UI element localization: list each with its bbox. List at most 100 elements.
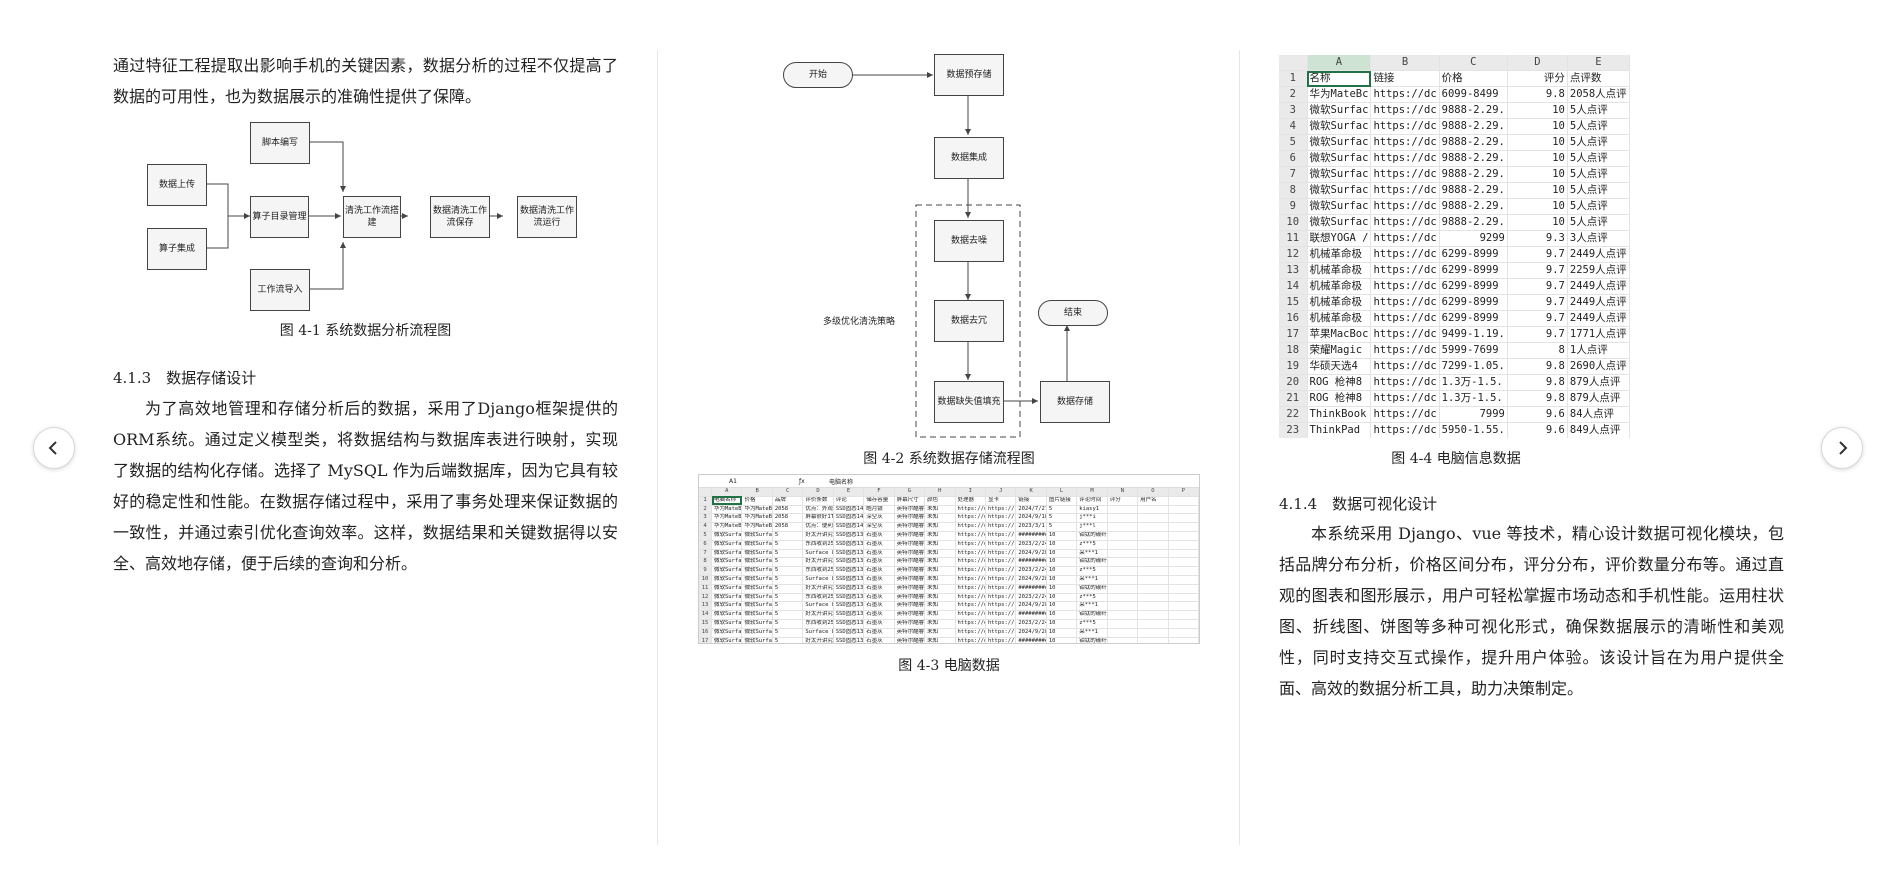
- sheet-cell[interactable]: 华为MateBo: [741, 505, 773, 515]
- sheet-cell[interactable]: 9.7: [1507, 262, 1568, 279]
- sheet-cell[interactable]: 9888-2.29.: [1439, 166, 1508, 183]
- sheet-cell[interactable]: [1168, 557, 1199, 568]
- sheet-cell[interactable]: https://dc: [1370, 262, 1440, 279]
- sheet-cell[interactable]: SSD固态13英寸: [833, 610, 865, 620]
- sheet-cell[interactable]: 采***1: [1076, 549, 1108, 559]
- sheet-cell[interactable]: [1168, 601, 1199, 612]
- sheet-cell[interactable]: 东西收到256GB: [802, 593, 834, 603]
- sheet-cell[interactable]: https://dc: [955, 557, 986, 568]
- sheet-cell[interactable]: https://dc: [1370, 102, 1440, 119]
- sheet-cell[interactable]: 评分: [1507, 70, 1568, 87]
- sheet-cell[interactable]: 微软Surfac: [741, 619, 773, 629]
- sheet-cell[interactable]: 2023/2/24: [1015, 566, 1047, 576]
- sheet-cell[interactable]: SSD固态13英寸: [833, 637, 865, 643]
- sheet-cell[interactable]: 华为MateBc: [1307, 86, 1372, 103]
- sheet-cell[interactable]: 价格: [1439, 70, 1508, 87]
- sheet-cell[interactable]: 评论: [833, 496, 865, 506]
- sheet-cell[interactable]: [1137, 637, 1169, 643]
- sheet-cell[interactable]: 微软Surfac: [741, 531, 773, 541]
- sheet-cell[interactable]: Surface 8256GB: [802, 601, 834, 612]
- sheet-cell[interactable]: 未知: [924, 575, 956, 585]
- sheet-cell[interactable]: z***5: [1076, 619, 1108, 629]
- sheet-cell[interactable]: 849人点评: [1567, 422, 1630, 438]
- sheet-cell[interactable]: 1771人点评: [1567, 326, 1630, 343]
- row-number[interactable]: 13: [1279, 262, 1308, 279]
- sheet-cell[interactable]: 5999-7699: [1439, 342, 1508, 359]
- sheet-cell[interactable]: 微软Surfac9888-22998: [711, 601, 743, 612]
- row-number[interactable]: 6: [1279, 150, 1308, 167]
- sheet-cell[interactable]: 微软Surfac: [1307, 182, 1372, 199]
- sheet-cell[interactable]: https://ir: [985, 610, 1017, 620]
- sheet-cell[interactable]: https://ir: [985, 522, 1017, 532]
- row-number[interactable]: 16: [699, 628, 712, 638]
- sheet-cell[interactable]: 微软Surfac9888-22998: [711, 628, 743, 638]
- sheet-cell[interactable]: 铂钛的碳纤金属: [1076, 584, 1108, 594]
- sheet-cell[interactable]: https://dc: [1370, 326, 1440, 343]
- sheet-cell[interactable]: 微软Surfac9888-22998: [711, 593, 743, 603]
- next-page-button[interactable]: [1821, 427, 1863, 469]
- row-number[interactable]: 8: [699, 557, 712, 568]
- column-header[interactable]: H: [924, 488, 956, 497]
- sheet-cell[interactable]: 华为MateBo6099-8499: [711, 505, 743, 515]
- sheet-cell[interactable]: 5人点评: [1567, 166, 1630, 183]
- sheet-cell[interactable]: 链接: [1015, 496, 1047, 506]
- sheet-cell[interactable]: 英特尔酷睿: [894, 610, 926, 620]
- row-number[interactable]: 11: [1279, 230, 1308, 247]
- sheet-cell[interactable]: [1137, 584, 1169, 594]
- sheet-cell[interactable]: SSD固态13英寸: [833, 540, 865, 550]
- sheet-cell[interactable]: [1107, 628, 1139, 638]
- sheet-cell[interactable]: https://dc: [1370, 214, 1440, 231]
- sheet-cell[interactable]: 处理器: [955, 496, 986, 506]
- sheet-cell[interactable]: 10: [1046, 540, 1078, 550]
- sheet-cell[interactable]: 颜色: [924, 496, 956, 506]
- sheet-cell[interactable]: 9.8: [1507, 390, 1568, 407]
- sheet-cell[interactable]: 石墨灰: [863, 593, 895, 603]
- row-number[interactable]: 6: [699, 540, 712, 550]
- sheet-cell[interactable]: 微软Surfac: [741, 575, 773, 585]
- sheet-cell[interactable]: 2449人点评: [1567, 246, 1630, 263]
- sheet-cell[interactable]: https://ir: [985, 540, 1017, 550]
- sheet-cell[interactable]: 2024/9/28: [1015, 601, 1047, 612]
- sheet-cell[interactable]: 石墨灰: [863, 549, 895, 559]
- sheet-cell[interactable]: [1137, 619, 1169, 629]
- sheet-cell[interactable]: 好太开讲究256GB: [802, 637, 834, 643]
- sheet-cell[interactable]: 石墨灰: [863, 584, 895, 594]
- sheet-cell[interactable]: 铂钛的碳纤金属: [1076, 531, 1108, 541]
- sheet-cell[interactable]: SSD固态13英寸: [833, 584, 865, 594]
- sheet-cell[interactable]: [1107, 531, 1139, 541]
- sheet-cell[interactable]: z***5: [1076, 566, 1108, 576]
- sheet-cell[interactable]: 铂钛的碳纤金属: [1076, 557, 1108, 568]
- sheet-cell[interactable]: 6299-8999: [1439, 310, 1508, 327]
- sheet-cell[interactable]: https://dc: [955, 513, 986, 524]
- sheet-cell[interactable]: [1168, 628, 1199, 638]
- sheet-cell[interactable]: 荣耀Magic: [1307, 342, 1372, 359]
- sheet-cell[interactable]: 微软Surfac: [741, 566, 773, 576]
- sheet-cell[interactable]: 微软Surfac9888-22998: [711, 584, 743, 594]
- sheet-cell[interactable]: 5: [772, 531, 804, 541]
- sheet-cell[interactable]: Surface 8256GB: [802, 575, 834, 585]
- sheet-cell[interactable]: 2023/2/24: [1015, 619, 1047, 629]
- sheet-cell[interactable]: SSD固态13英寸: [833, 531, 865, 541]
- sheet-cell[interactable]: 英特尔酷睿: [894, 549, 926, 559]
- sheet-cell[interactable]: 6299-8999: [1439, 262, 1508, 279]
- sheet-cell[interactable]: 5人点评: [1567, 198, 1630, 215]
- sheet-cell[interactable]: 好太开讲究256GB: [802, 531, 834, 541]
- sheet-cell[interactable]: 微软Surfac: [741, 584, 773, 594]
- sheet-cell[interactable]: SSD固态14.2英寸: [833, 513, 865, 524]
- sheet-cell[interactable]: z***5: [1076, 540, 1108, 550]
- sheet-cell[interactable]: 未知: [924, 540, 956, 550]
- sheet-cell[interactable]: 10: [1046, 566, 1078, 576]
- sheet-cell[interactable]: 9888-2.29.: [1439, 214, 1508, 231]
- sheet-cell[interactable]: https://dc: [955, 601, 986, 612]
- sheet-cell[interactable]: 石墨灰: [863, 601, 895, 612]
- sheet-cell[interactable]: 10: [1046, 610, 1078, 620]
- sheet-cell[interactable]: 苹果MacBoc: [1307, 326, 1372, 343]
- sheet-cell[interactable]: 品牌: [772, 496, 804, 506]
- sheet-cell[interactable]: 6299-8999: [1439, 294, 1508, 311]
- sheet-cell[interactable]: 3人点评: [1567, 230, 1630, 247]
- sheet-cell[interactable]: https://ir: [985, 593, 1017, 603]
- sheet-cell[interactable]: 图片链接: [1046, 496, 1078, 506]
- sheet-cell[interactable]: 英特尔酷睿: [894, 637, 926, 643]
- row-number[interactable]: 5: [699, 531, 712, 541]
- sheet-cell[interactable]: 微软Surfac9888-22998: [711, 619, 743, 629]
